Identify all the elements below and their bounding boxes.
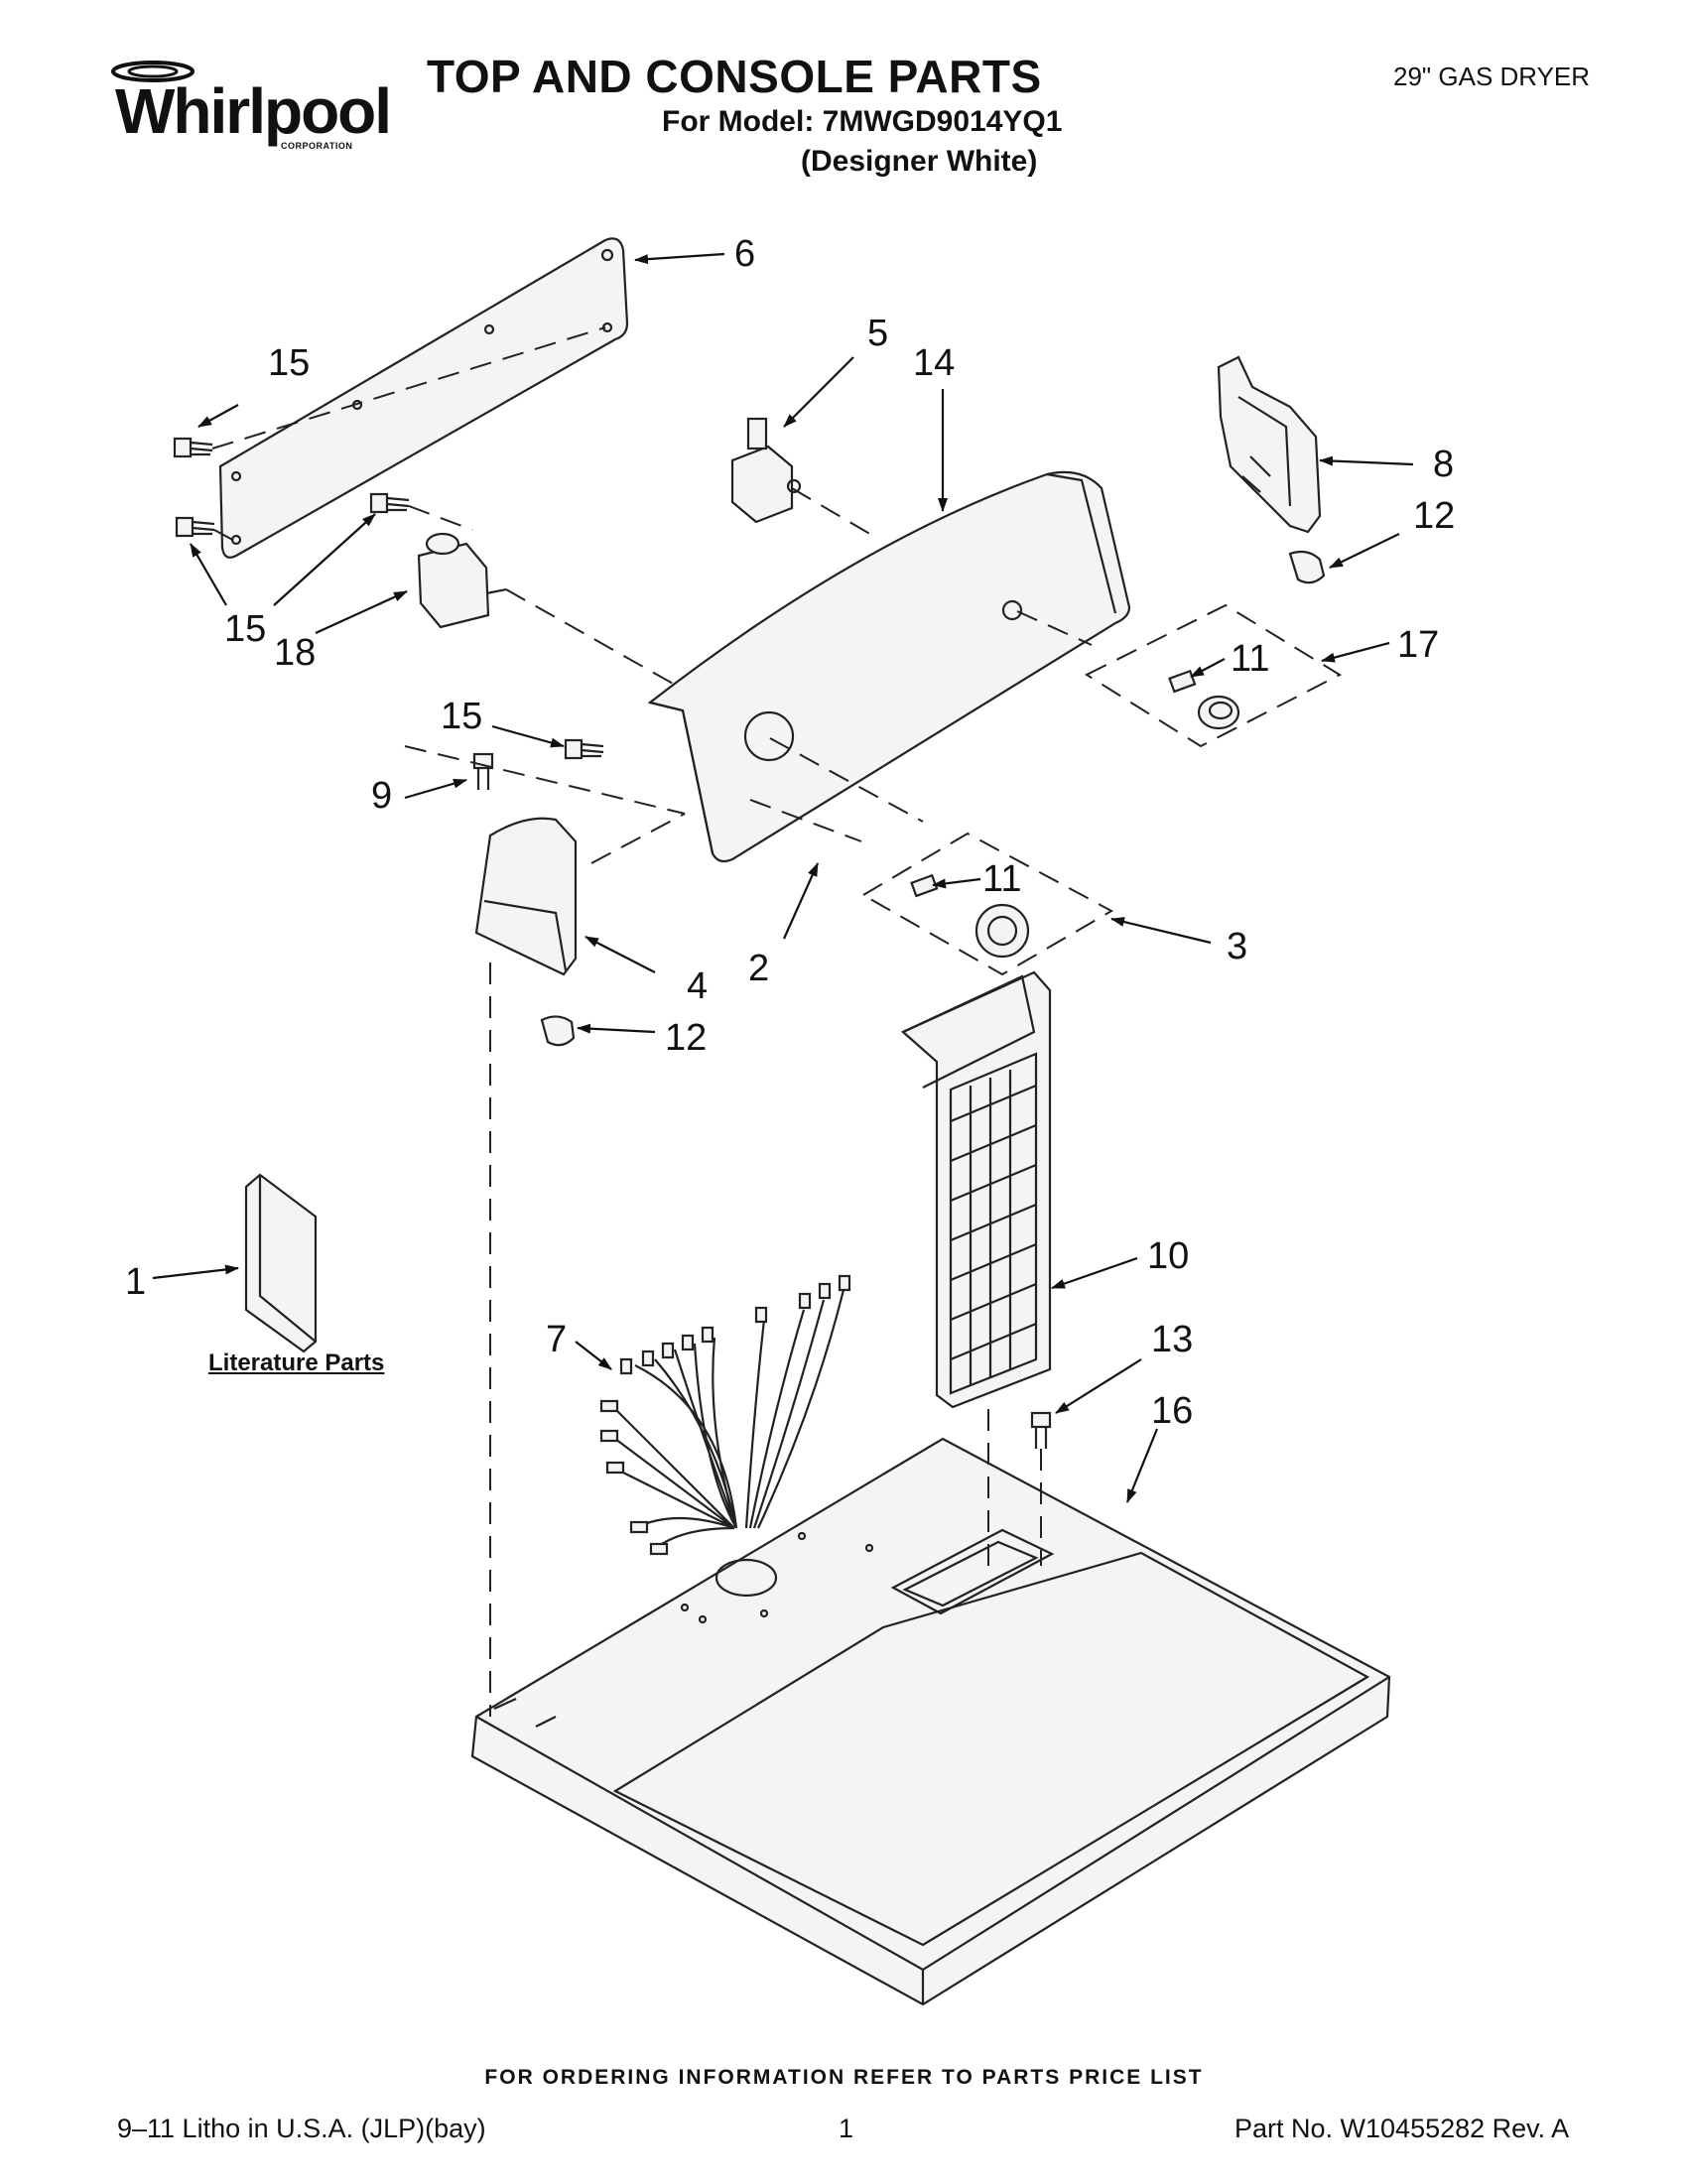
part-1-literature xyxy=(244,1173,318,1353)
ordering-note: FOR ORDERING INFORMATION REFER TO PARTS … xyxy=(484,2066,1204,2089)
callout-16: 16 xyxy=(1151,1390,1193,1432)
part-6-rear-bracket xyxy=(218,237,629,559)
leader-lines xyxy=(152,252,1414,1503)
whirlpool-logo: Whirlpool CORPORATION xyxy=(107,58,392,157)
logo-subtitle: CORPORATION xyxy=(281,141,353,151)
page-title: TOP AND CONSOLE PARTS xyxy=(427,51,1042,102)
callout-2: 2 xyxy=(748,948,769,989)
callout-7: 7 xyxy=(546,1319,567,1360)
callout-3: 3 xyxy=(1227,926,1247,967)
part-3-knob-assembly xyxy=(861,832,1114,976)
part-number: Part No. W10455282 Rev. A xyxy=(1234,2114,1570,2143)
part-15-screw-c xyxy=(369,492,410,514)
callout-8: 8 xyxy=(1433,444,1454,485)
part-4-end-cap xyxy=(474,817,578,976)
callout-labels: 6 15 5 14 8 12 15 18 17 11 15 9 11 3 2 4… xyxy=(125,233,1455,1432)
part-15-screw-b xyxy=(175,516,215,538)
part-16-top-panel xyxy=(470,1437,1391,2006)
part-18-switch xyxy=(417,532,507,629)
callout-15: 15 xyxy=(441,696,482,737)
literature-parts-label: Literature Parts xyxy=(208,1349,385,1376)
part-15-screw-d xyxy=(564,738,604,760)
model-line: For Model: 7MWGD9014YQ1 xyxy=(662,105,1063,138)
part-8-console-bracket xyxy=(1217,355,1322,534)
callout-12: 12 xyxy=(1413,495,1455,537)
part-14-console-panel xyxy=(647,470,1131,863)
callout-14: 14 xyxy=(913,342,955,384)
part-9-screw xyxy=(472,752,494,790)
part-15-screw-a xyxy=(173,437,213,458)
part-7-wire-harness xyxy=(599,1274,851,1556)
callout-17: 17 xyxy=(1397,624,1439,666)
swoosh-logo-mark xyxy=(111,61,195,82)
part-17-knob-assembly xyxy=(1084,603,1343,748)
callout-9: 9 xyxy=(371,775,392,817)
part-13-screw xyxy=(1030,1411,1052,1449)
callout-15: 15 xyxy=(268,342,310,384)
callout-1: 1 xyxy=(125,1261,146,1303)
callout-13: 13 xyxy=(1151,1319,1193,1360)
model-variant: (Designer White) xyxy=(801,145,1038,178)
part-12-clip-b xyxy=(540,1015,576,1047)
callout-18: 18 xyxy=(274,632,316,674)
callout-12: 12 xyxy=(665,1017,707,1059)
part-5-control-switch xyxy=(730,417,802,524)
callout-15: 15 xyxy=(224,608,266,650)
callout-4: 4 xyxy=(687,965,708,1007)
part-10-lint-screen xyxy=(900,970,1052,1409)
assembly-lines xyxy=(211,326,1093,1717)
page-number: 1 xyxy=(839,2114,854,2143)
logo-wordmark: Whirlpool xyxy=(115,75,392,147)
litho-info: 9–11 Litho in U.S.A. (JLP)(bay) xyxy=(117,2114,486,2143)
callout-5: 5 xyxy=(867,313,888,354)
part-12-clip-a xyxy=(1288,550,1326,584)
callout-6: 6 xyxy=(734,233,755,275)
callout-11: 11 xyxy=(982,858,1021,900)
callout-10: 10 xyxy=(1147,1235,1189,1277)
product-type: 29" GAS DRYER xyxy=(1393,62,1591,91)
callout-11: 11 xyxy=(1231,638,1269,680)
